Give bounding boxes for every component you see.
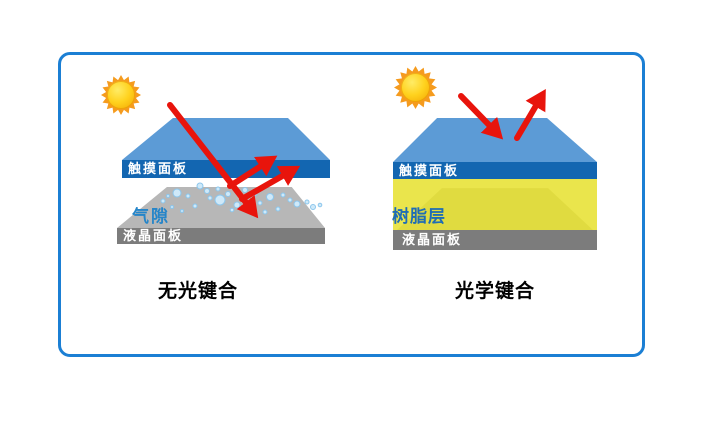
right-touch-panel-label: 触摸面板 (399, 163, 460, 178)
left-touch-panel-layer: 触摸面板 (122, 160, 330, 178)
left-lcd-panel-label: 液晶面板 (123, 228, 184, 243)
sun-core (400, 72, 431, 103)
left-lcd-panel-layer: 液晶面板 (117, 228, 325, 244)
sun-icon (394, 66, 437, 109)
sun-core (107, 81, 135, 109)
resin-layer (393, 179, 597, 230)
left-diagram-caption: 无光键合 (157, 281, 238, 302)
left-touch-panel-label: 触摸面板 (128, 161, 189, 176)
right-lcd-panel-label: 液晶面板 (402, 232, 463, 247)
air-gap-label: 气隙 (132, 207, 170, 226)
resin-layer-label: 树脂层 (392, 207, 446, 226)
right-diagram-caption: 光学键合 (454, 281, 535, 302)
right-lcd-panel-layer: 液晶面板 (393, 230, 597, 250)
sun-icon (101, 75, 141, 115)
right-touch-panel-layer: 触摸面板 (393, 162, 597, 179)
